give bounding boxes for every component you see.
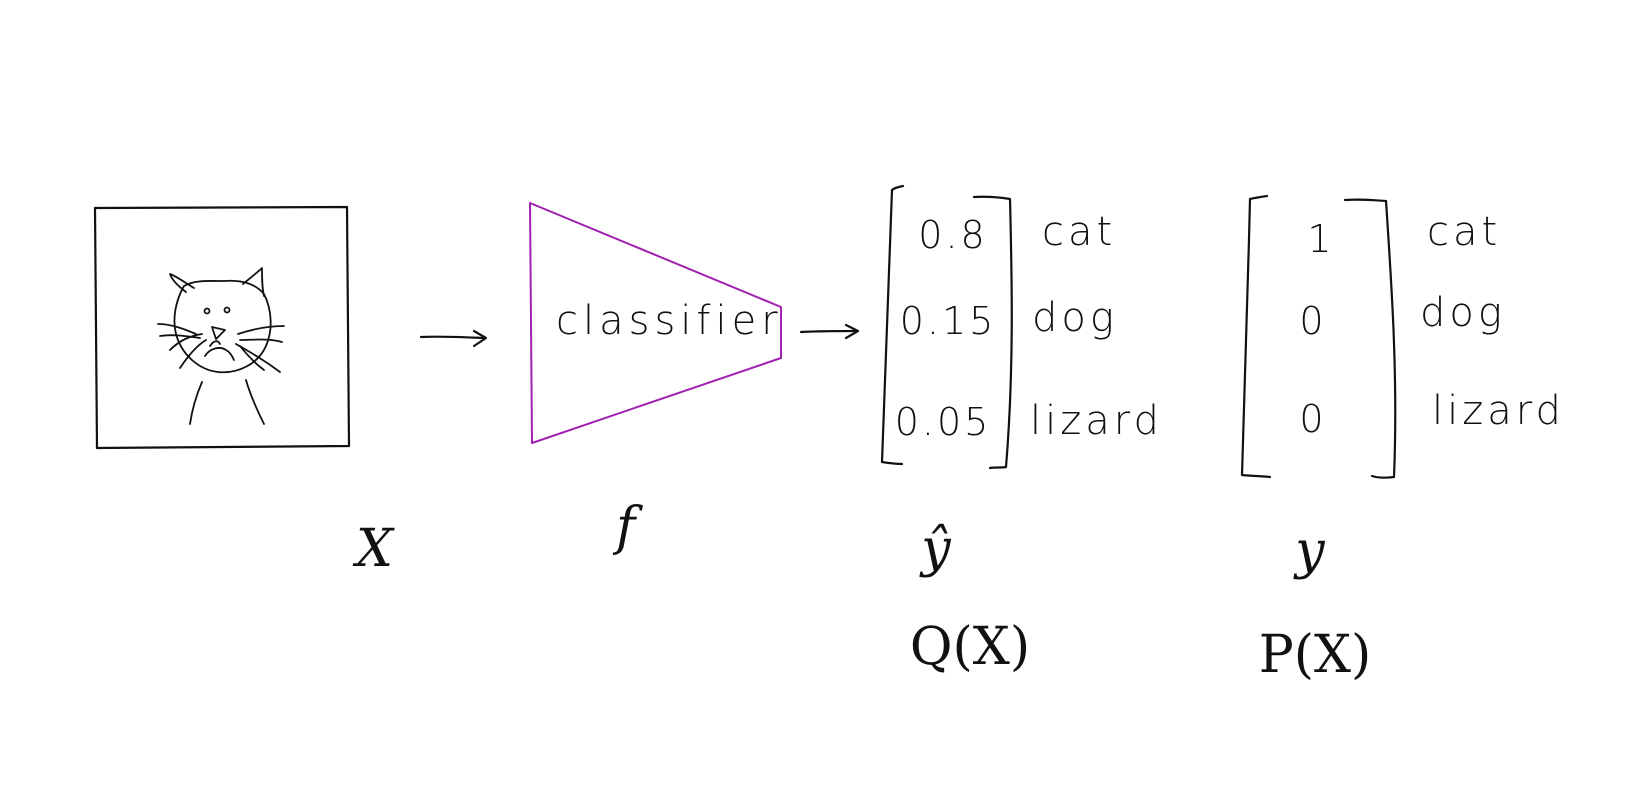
- target-class: lizard: [1432, 388, 1565, 434]
- target-class: dog: [1420, 290, 1506, 336]
- classifier-text: classifier: [556, 298, 783, 344]
- target-class: cat: [1427, 209, 1501, 255]
- prediction-right-bracket: [972, 195, 1013, 470]
- prediction-class: lizard: [1030, 398, 1163, 444]
- target-distribution-label: P(X): [1259, 625, 1372, 685]
- prediction-label: ŷ: [919, 519, 951, 579]
- prediction-value: 0.8: [918, 213, 987, 257]
- target-vector: 1 0 0 cat dog lizard: [1240, 194, 1565, 479]
- target-label: y: [1293, 521, 1325, 581]
- cat-sketch-icon: [157, 267, 285, 425]
- input-image-frame: [93, 205, 351, 450]
- arrow-to-classifier: [419, 329, 488, 348]
- prediction-value: 0.15: [900, 299, 997, 343]
- target-value: 1: [1307, 217, 1334, 261]
- prediction-vector: 0.8 0.15 0.05 cat dog lizard: [880, 184, 1163, 470]
- prediction-distribution-label: Q(X): [910, 617, 1030, 677]
- arrow-to-prediction: [799, 323, 860, 340]
- prediction-class: dog: [1032, 295, 1118, 341]
- target-value: 0: [1299, 299, 1326, 343]
- prediction-value: 0.05: [895, 400, 992, 444]
- target-value: 0: [1299, 397, 1326, 441]
- classifier-trapezoid: [529, 202, 782, 444]
- target-left-bracket: [1240, 194, 1272, 479]
- model-label: f: [612, 497, 643, 557]
- prediction-class: cat: [1042, 209, 1116, 255]
- classifier-block: classifier: [529, 202, 783, 444]
- prediction-left-bracket: [880, 184, 905, 466]
- target-right-bracket: [1343, 198, 1397, 479]
- input-label: X: [352, 519, 395, 579]
- input-image: [93, 205, 351, 450]
